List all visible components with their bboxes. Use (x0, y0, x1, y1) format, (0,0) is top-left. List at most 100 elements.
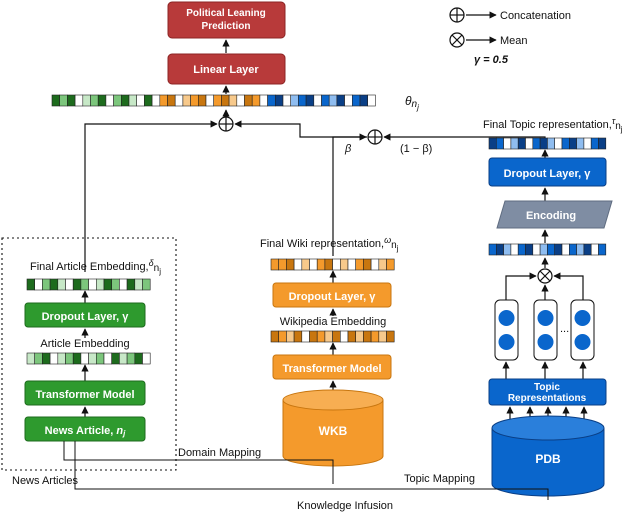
vector-cell (151, 94, 161, 107)
vector-cell (57, 278, 66, 291)
vector-cell (278, 330, 287, 343)
vector-cell (134, 352, 143, 365)
vector-cell (363, 258, 372, 271)
concat-weighted-icon (367, 129, 383, 145)
concat-legend-label: Concatenation (500, 10, 571, 22)
vector-cell (96, 352, 105, 365)
vector-cell (324, 258, 333, 271)
concat-legend-icon (449, 7, 465, 23)
vector-cell (198, 94, 207, 107)
vector-cell (370, 330, 380, 343)
vector-cell (113, 94, 122, 107)
vector-cell (236, 94, 245, 107)
topic-representations-line2: Representations (508, 393, 587, 404)
vector-cell (270, 258, 279, 271)
one-minus-beta-label: (1 − β) (400, 143, 432, 155)
vector-cell (142, 278, 151, 291)
vector-cell (347, 258, 356, 271)
vector-cell (547, 243, 556, 256)
vector-cell (547, 137, 556, 150)
vector-cell (205, 94, 214, 107)
wkb-database-icon: WKB (282, 389, 384, 467)
vector-cell (286, 258, 295, 271)
vector-cell (167, 94, 176, 107)
vector-cell (332, 258, 341, 271)
vector-cell (126, 278, 136, 291)
vector-cell (244, 94, 253, 107)
vector-cell (503, 137, 512, 150)
vector-cell (355, 330, 364, 343)
vector-cell (74, 94, 84, 107)
vector-cell (282, 94, 291, 107)
vector-cell (67, 94, 76, 107)
vector-cell (339, 330, 349, 343)
vector-cell (82, 94, 91, 107)
article-embedding-vector (26, 352, 151, 365)
wiki-transformer-label: Transformer Model (282, 363, 381, 375)
prediction-label-line1: Political Leaning (186, 8, 265, 19)
mean-legend-label: Mean (500, 35, 528, 47)
vector-cell (568, 137, 577, 150)
wiki-dropout-label: Dropout Layer, γ (289, 291, 377, 303)
vector-cell (386, 258, 395, 271)
wkb-label: WKB (319, 424, 348, 438)
vector-cell (121, 94, 130, 107)
vector-cell (96, 278, 105, 291)
domain-mapping-label: Domain Mapping (178, 447, 261, 459)
vector-cell (88, 352, 97, 365)
vector-cell (316, 258, 326, 271)
vector-cell (495, 243, 504, 256)
vector-cell (370, 258, 380, 271)
vector-cell (111, 352, 120, 365)
wiki-transformer-box: Transformer Model (272, 354, 392, 380)
vector-cell (554, 243, 563, 256)
article-dropout-label: Dropout Layer, γ (42, 311, 130, 323)
wiki-final-vector (270, 258, 395, 271)
vector-cell (532, 243, 541, 256)
vector-cell (503, 243, 512, 256)
topic-representations-line1: Topic (534, 382, 560, 393)
news-articles-group (1, 237, 177, 471)
vector-cell (495, 137, 504, 150)
topic-mapping-line (74, 441, 549, 498)
vector-cell (598, 243, 607, 256)
vector-cell (88, 278, 97, 291)
topic-ellipsis: ... (560, 323, 569, 335)
vector-cell (301, 258, 310, 271)
prediction-label-line2: Prediction (202, 21, 251, 32)
vector-cell (336, 94, 345, 107)
vector-cell (42, 352, 51, 365)
vector-cell (103, 352, 112, 365)
topic-final-label: Final Topic representation,τnj (483, 116, 623, 134)
vector-cell (488, 243, 497, 256)
vector-cell (309, 258, 318, 271)
vector-cell (355, 258, 364, 271)
vector-cell (144, 94, 153, 107)
vector-cell (532, 137, 541, 150)
encoding-box: Encoding (496, 200, 613, 229)
wiki-final-label: Final Wiki representation,ωnj (260, 235, 399, 253)
theta-label: θnj (405, 94, 419, 112)
vector-cell (49, 278, 59, 291)
vector-cell (339, 258, 349, 271)
topic-vector-1 (494, 299, 519, 361)
combined-embedding-vector (51, 94, 376, 107)
vector-cell (90, 94, 99, 107)
vector-cell (111, 278, 120, 291)
topic-encoding-vector (488, 243, 607, 256)
vector-cell (583, 243, 592, 256)
vector-cell (510, 243, 519, 256)
vector-cell (174, 94, 184, 107)
vector-cell (119, 352, 128, 365)
vector-cell (386, 330, 395, 343)
vector-cell (554, 137, 563, 150)
vector-cell (293, 258, 303, 271)
topic-mapping-label: Topic Mapping (404, 473, 475, 485)
vector-cell (72, 278, 82, 291)
concat-top-icon (218, 116, 234, 132)
vector-cell (590, 137, 599, 150)
vector-cell (80, 278, 89, 291)
vector-cell (228, 94, 238, 107)
vector-cell (190, 94, 199, 107)
topic-dropout-box: Dropout Layer, γ (488, 157, 607, 187)
